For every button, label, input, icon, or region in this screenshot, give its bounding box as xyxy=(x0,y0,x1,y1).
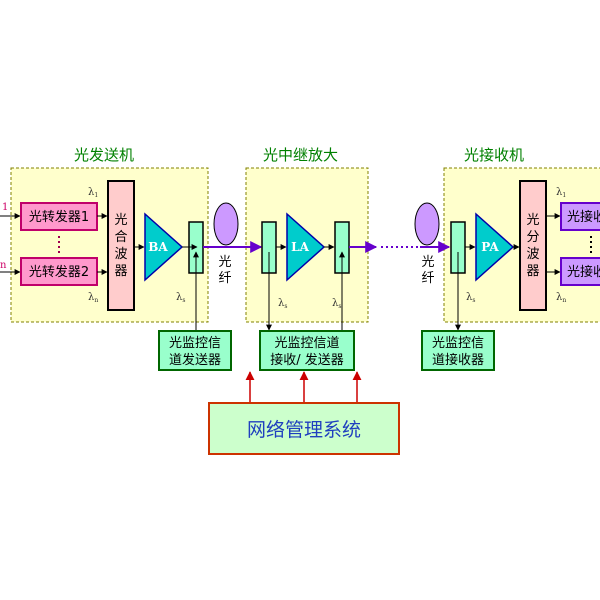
optical-receiver-1-label: 光接收 xyxy=(567,209,600,225)
repeater-title: 光中继放大 xyxy=(263,146,338,164)
input-1-label: 1 xyxy=(2,202,8,213)
demultiplexer xyxy=(519,180,547,311)
tx-lambda-s: λs xyxy=(176,292,185,304)
multiplexer-char-3: 波 xyxy=(114,247,127,262)
receiver-title: 光接收机 xyxy=(464,146,524,164)
repeater-supervisory-transceiver xyxy=(259,330,355,371)
transponder-1-label: 光转发器1 xyxy=(29,209,89,225)
line-amplifier xyxy=(286,212,326,282)
optical-receiver-1 xyxy=(560,202,600,231)
rx-lambda-n: λn xyxy=(556,292,566,304)
demultiplexer-char-2: 分 xyxy=(526,230,539,245)
tx-supervisory-label-1: 光监控信 xyxy=(169,336,221,351)
booster-amplifier xyxy=(144,212,184,282)
demultiplexer-char-3: 波 xyxy=(526,247,539,262)
multiplexer-char-2: 合 xyxy=(114,230,127,245)
network-management-label: 网络管理系统 xyxy=(247,419,361,441)
fiber-label-1b: 纤 xyxy=(218,271,231,286)
rx-lambda-s: λs xyxy=(466,292,475,304)
input-n-label: n xyxy=(0,260,7,271)
optical-receiver-2-label: 光接收 xyxy=(567,264,600,280)
line-amplifier-label: LA xyxy=(291,240,309,254)
repeater-supervisory-label-2: 接收/ 发送器 xyxy=(270,352,344,368)
tx-lambda-1: λ1 xyxy=(88,187,98,199)
booster-amplifier-label: BA xyxy=(148,240,168,254)
network-management-system xyxy=(208,402,400,455)
transmitter-title: 光发送机 xyxy=(74,146,134,164)
fiber-label-2a: 光 xyxy=(421,255,434,270)
demultiplexer-char-1: 光 xyxy=(526,213,539,228)
transponder-2-label: 光转发器2 xyxy=(29,264,89,280)
repeater-supervisory-label-1: 光监控信道 xyxy=(274,336,339,351)
tx-supervisory-label-2: 道发送器 xyxy=(169,352,221,368)
tx-supervisory-sender xyxy=(158,330,232,371)
multiplexer-char-4: 器 xyxy=(114,264,127,279)
rx-supervisory-label-2: 道接收器 xyxy=(432,352,484,368)
rx-supervisory-receiver xyxy=(421,330,495,371)
pre-amplifier-label: PA xyxy=(481,240,499,254)
fiber-label-2b: 纤 xyxy=(421,271,434,286)
demultiplexer-char-4: 器 xyxy=(526,264,539,279)
repeater-lambda-s-in: λs xyxy=(278,298,287,310)
fiber-label-1a: 光 xyxy=(218,255,231,270)
optical-receiver-2 xyxy=(560,257,600,286)
tx-lambda-n: λn xyxy=(88,292,98,304)
multiplexer xyxy=(107,180,135,311)
fiber-coil-1 xyxy=(213,202,239,246)
transponder-2 xyxy=(20,257,98,286)
fiber-coil-2 xyxy=(414,202,440,246)
pre-amplifier xyxy=(475,212,515,282)
rx-lambda-1: λ1 xyxy=(556,187,566,199)
multiplexer-char-1: 光 xyxy=(114,213,127,228)
rx-supervisory-label-1: 光监控信 xyxy=(432,336,484,351)
repeater-lambda-s-out: λs xyxy=(332,298,341,310)
